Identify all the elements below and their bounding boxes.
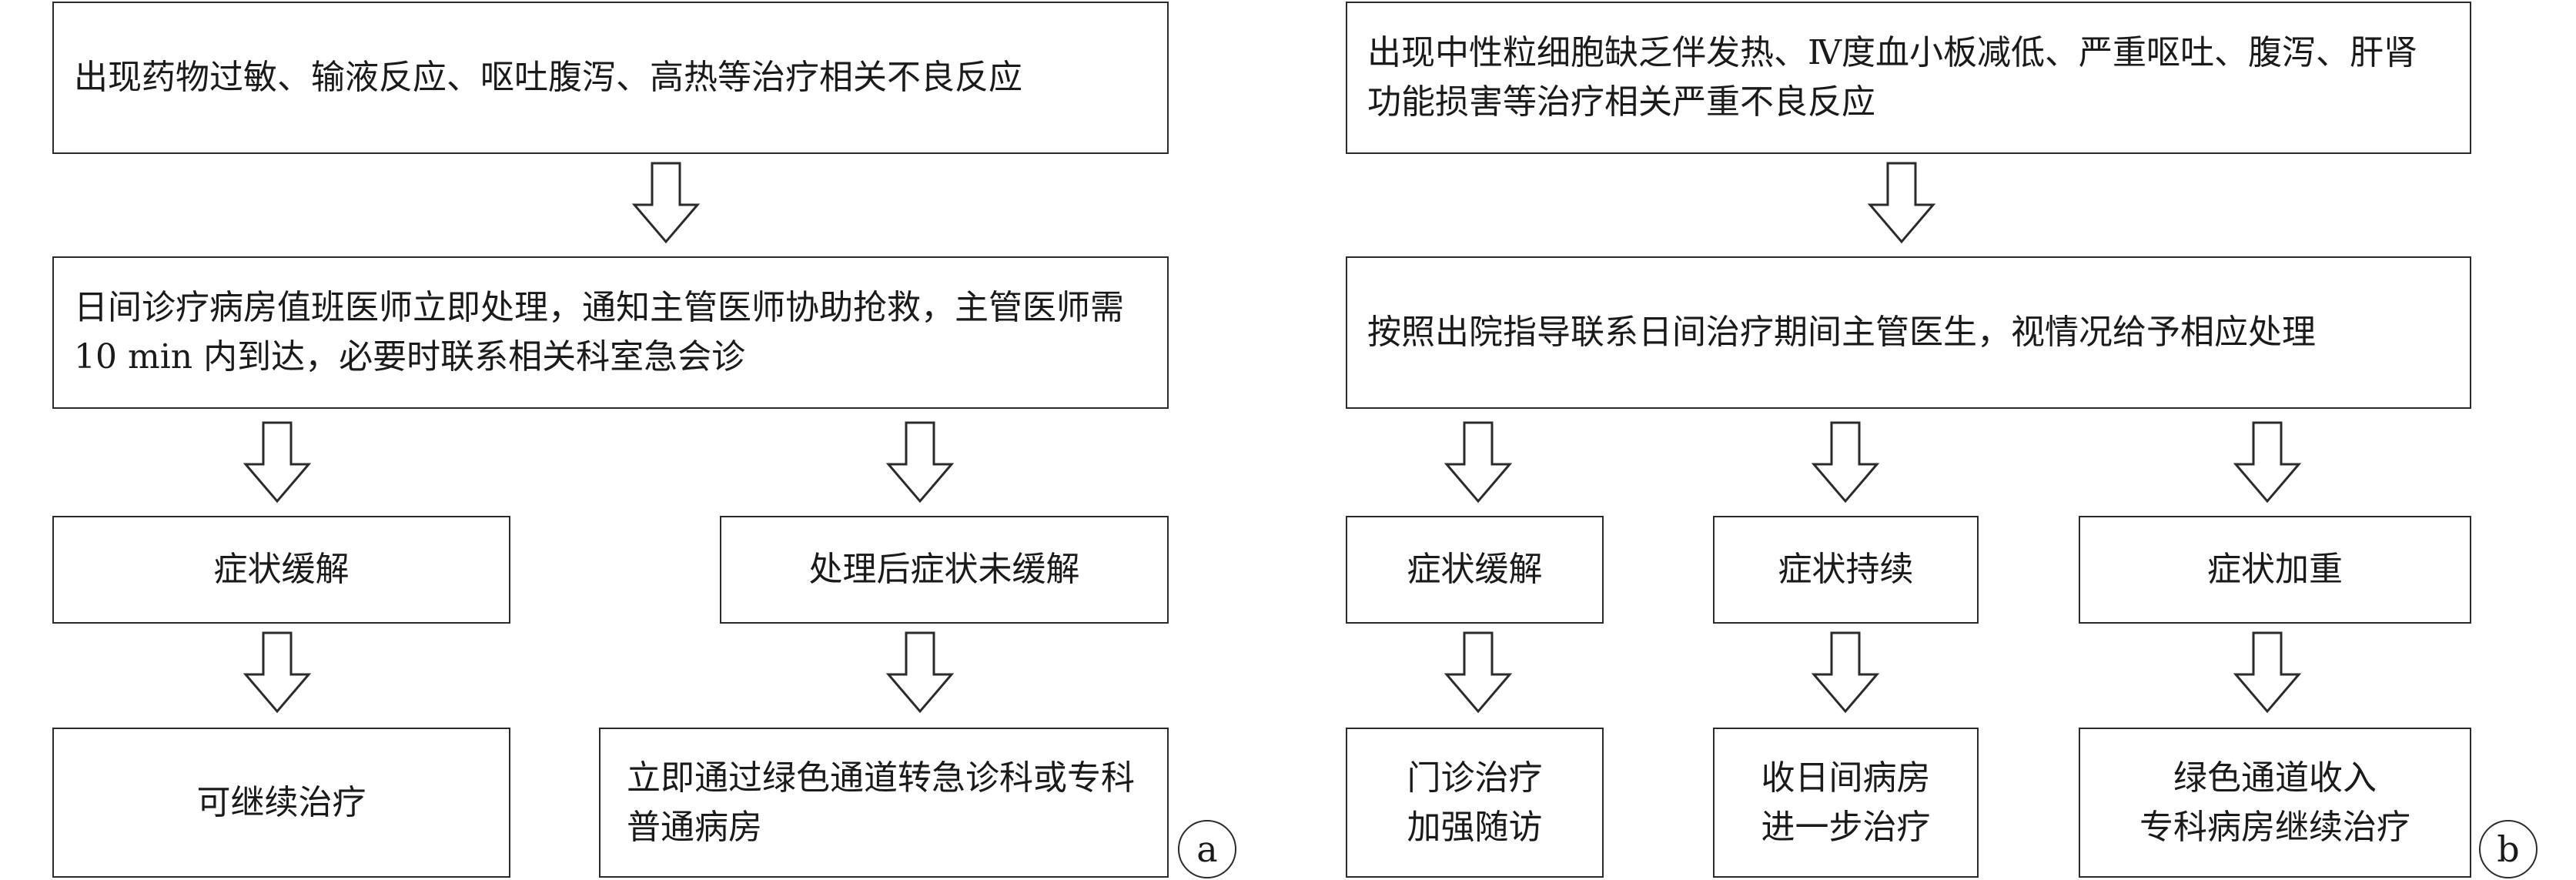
a-outcome-continue-box: 可继续治疗 (52, 728, 510, 878)
down-arrow-icon (2233, 420, 2302, 504)
b-outcome-greenchannel-line1: 绿色通道收入 (2173, 758, 2377, 798)
b-symptom-relieved-box: 症状缓解 (1346, 516, 1604, 624)
b-top-text: 出现中性粒细胞缺乏伴发热、Ⅳ度血小板减低、严重呕吐、腹泻、肝肾功能损害等治疗相关… (1367, 33, 2417, 122)
b-top-box: 出现中性粒细胞缺乏伴发热、Ⅳ度血小板减低、严重呕吐、腹泻、肝肾功能损害等治疗相关… (1346, 2, 2471, 154)
down-arrow-icon (2233, 630, 2302, 714)
b-outcome-outpatient-box: 门诊治疗 加强随访 (1346, 728, 1604, 878)
a-middle-box: 日间诊疗病房值班医师立即处理，通知主管医师协助抢救，主管医师需 10 min 内… (52, 256, 1169, 409)
b-symptom-persistent-text: 症状持续 (1778, 550, 1914, 589)
b-outcome-greenchannel-line2: 专科病房继续治疗 (2139, 807, 2410, 847)
a-outcome-transfer-box: 立即通过绿色通道转急诊科或专科普通病房 (599, 728, 1169, 878)
b-middle-text: 按照出院指导联系日间治疗期间主管医生，视情况给予相应处理 (1367, 313, 2316, 352)
panel-b-label: b (2479, 820, 2538, 878)
b-outcome-greenchannel-box: 绿色通道收入 专科病房继续治疗 (2079, 728, 2471, 878)
a-top-box: 出现药物过敏、输液反应、呕吐腹泻、高热等治疗相关不良反应 (52, 2, 1169, 154)
panel-a-label: a (1178, 820, 1236, 878)
b-symptom-persistent-box: 症状持续 (1713, 516, 1979, 624)
b-symptom-worse-text: 症状加重 (2207, 550, 2343, 589)
a-middle-text: 日间诊疗病房值班医师立即处理，通知主管医师协助抢救，主管医师需 10 min 内… (74, 288, 1124, 376)
down-arrow-icon (1444, 630, 1513, 714)
a-outcome-transfer-text: 立即通过绿色通道转急诊科或专科普通病房 (627, 758, 1135, 847)
a-symptom-unrelieved-text: 处理后症状未缓解 (808, 550, 1080, 589)
b-outcome-outpatient-line1: 门诊治疗 (1407, 758, 1543, 798)
down-arrow-icon (243, 420, 312, 504)
b-symptom-worse-box: 症状加重 (2079, 516, 2471, 624)
b-outcome-dayward-box: 收日间病房 进一步治疗 (1713, 728, 1979, 878)
down-arrow-icon (631, 160, 701, 245)
b-middle-box: 按照出院指导联系日间治疗期间主管医生，视情况给予相应处理 (1346, 256, 2471, 409)
down-arrow-icon (885, 420, 955, 504)
down-arrow-icon (1867, 160, 1936, 245)
a-symptom-relieved-box: 症状缓解 (52, 516, 510, 624)
b-outcome-dayward-line1: 收日间病房 (1761, 758, 1931, 798)
b-outcome-dayward-line2: 进一步治疗 (1761, 807, 1931, 847)
a-top-text: 出现药物过敏、输液反应、呕吐腹泻、高热等治疗相关不良反应 (74, 58, 1022, 97)
a-outcome-continue-text: 可继续治疗 (196, 782, 366, 822)
a-symptom-relieved-text: 症状缓解 (213, 550, 350, 589)
down-arrow-icon (1811, 420, 1880, 504)
down-arrow-icon (1444, 420, 1513, 504)
b-outcome-outpatient-line2: 加强随访 (1407, 807, 1543, 847)
down-arrow-icon (1811, 630, 1880, 714)
down-arrow-icon (885, 630, 955, 714)
down-arrow-icon (243, 630, 312, 714)
a-symptom-unrelieved-box: 处理后症状未缓解 (720, 516, 1169, 624)
b-symptom-relieved-text: 症状缓解 (1407, 550, 1543, 589)
